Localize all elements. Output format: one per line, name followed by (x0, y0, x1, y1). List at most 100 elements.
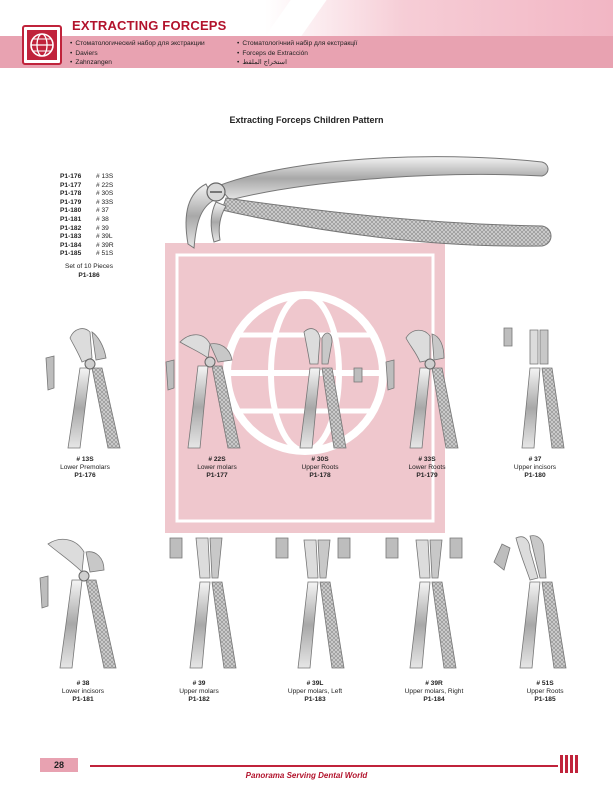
code-num: # 39 (96, 224, 109, 232)
code-row: P1-182 # 39 (60, 225, 114, 234)
set-label: Set of 10 Pieces (64, 263, 114, 270)
languages-left: Стоматологический набор для экстракции D… (70, 39, 205, 68)
product-33s: # 33S Lower Roots P1-179 (382, 456, 472, 481)
product-description: Upper molars, Left (287, 688, 343, 696)
panorama-watermark-icon (165, 243, 445, 533)
product-number: # 38 (76, 680, 90, 687)
code-row: P1-177 # 22S (60, 182, 114, 191)
code-row: P1-179 # 33S (60, 199, 114, 208)
code-row: P1-180 # 37 (60, 207, 114, 216)
product-code: P1-180 (524, 472, 546, 480)
product-description: Upper molars, Right (404, 688, 464, 696)
product-number: # 37 (528, 456, 542, 463)
product-38: # 38 Lower incisors P1-181 (38, 680, 128, 705)
code: P1-179 (60, 198, 82, 206)
product-description: Lower molars (197, 464, 237, 472)
code: P1-181 (60, 215, 82, 223)
forceps-37-image (503, 327, 565, 449)
forceps-13s-image (45, 328, 121, 449)
product-code: P1-184 (423, 696, 445, 704)
product-code: P1-178 (309, 472, 331, 480)
language-item: Стоматологический набор для экстракции (70, 39, 204, 49)
code-row: P1-178 # 30S (60, 190, 114, 199)
code-row: P1-183 # 39L (60, 233, 114, 242)
forceps-38-image (39, 538, 117, 669)
main-forceps-image (185, 156, 552, 249)
product-code: P1-185 (534, 696, 556, 704)
footer-bars-icon (560, 755, 578, 773)
code-num: # 51S (96, 250, 114, 258)
code-num: # 33S (96, 198, 114, 206)
product-number: # 33S (418, 456, 436, 463)
product-13s: # 13S Lower Premolars P1-176 (40, 456, 130, 481)
product-30s: # 30S Upper Roots P1-178 (275, 456, 365, 481)
language-item: Forceps de Extracción (237, 49, 357, 59)
forceps-39l-image (275, 537, 351, 669)
forceps-39-image (169, 537, 237, 669)
page-number: 28 (40, 758, 78, 772)
code-num: # 39R (96, 241, 114, 249)
code-num: # 39L (96, 233, 113, 241)
language-item: Zahnzangen (70, 58, 205, 68)
product-22s: # 22S Lower molars P1-177 (172, 456, 262, 481)
code-num: # 30S (96, 190, 114, 198)
set-code: P1-186 (78, 271, 100, 279)
product-code: P1-183 (304, 696, 326, 704)
code: P1-180 (60, 207, 82, 215)
panorama-logo (22, 25, 62, 65)
product-number: # 13S (76, 456, 94, 463)
forceps-33s-image (385, 329, 459, 449)
header-stripe (265, 0, 613, 36)
code: P1-185 (60, 250, 82, 258)
code-row: P1-181 # 38 (60, 216, 114, 225)
product-39: # 39 Upper molars P1-182 (154, 680, 244, 705)
product-description: Lower Premolars (60, 464, 110, 472)
product-code: P1-182 (188, 696, 210, 704)
product-39l: # 39L Upper molars, Left P1-183 (270, 680, 360, 705)
language-item: Стоматологічний набір для екстракції (237, 39, 357, 49)
product-39r: # 39R Upper molars, Right P1-184 (384, 680, 484, 705)
product-description: Upper Roots (301, 464, 339, 472)
product-37: # 37 Upper incisors P1-180 (490, 456, 580, 481)
code-list: P1-176 # 13S P1-177 # 22S P1-178 # 30S P1-1… (60, 173, 114, 259)
product-description: Upper Roots (526, 688, 564, 696)
product-number: # 30S (311, 456, 329, 463)
page-title: EXTRACTING FORCEPS (72, 18, 227, 33)
product-51s: # 51S Upper Roots P1-185 (500, 680, 590, 705)
language-item: Daviers (70, 49, 205, 59)
product-description: Upper incisors (513, 464, 557, 472)
footer-tagline: Panorama Serving Dental World (245, 771, 368, 780)
product-description: Lower Roots (408, 464, 446, 472)
code: P1-184 (60, 241, 82, 249)
set-info: Set of 10 Pieces P1-186 (60, 263, 118, 280)
product-code: P1-176 (74, 472, 96, 480)
code-row: P1-185 # 51S (60, 250, 114, 259)
product-number: # 39L (306, 680, 324, 687)
forceps-22s-image (165, 334, 241, 449)
code: P1-178 (60, 190, 82, 198)
code: P1-183 (60, 233, 82, 241)
code: P1-177 (60, 181, 82, 189)
forceps-39r-image (385, 537, 463, 669)
product-description: Upper molars (179, 688, 219, 696)
code-num: # 22S (96, 181, 114, 189)
footer-line (90, 765, 558, 767)
product-number: # 22S (208, 456, 226, 463)
code: P1-182 (60, 224, 82, 232)
product-description: Lower incisors (61, 688, 105, 696)
code-row: P1-184 # 39R (60, 242, 114, 251)
code: P1-176 (60, 173, 82, 180)
globe-logo-icon (27, 30, 57, 60)
code-num: # 13S (96, 173, 114, 180)
language-item: استخراج الملقط (237, 58, 357, 68)
product-code: P1-177 (206, 472, 228, 480)
section-title: Extracting Forceps Children Pattern (229, 115, 384, 125)
product-code: P1-179 (416, 472, 438, 480)
forceps-30s-image (299, 328, 363, 449)
product-number: # 39R (425, 680, 443, 687)
product-number: # 39 (192, 680, 206, 687)
code-num: # 37 (96, 207, 109, 215)
product-number: # 51S (536, 680, 554, 687)
code-num: # 38 (96, 215, 109, 223)
product-code: P1-181 (72, 696, 94, 704)
